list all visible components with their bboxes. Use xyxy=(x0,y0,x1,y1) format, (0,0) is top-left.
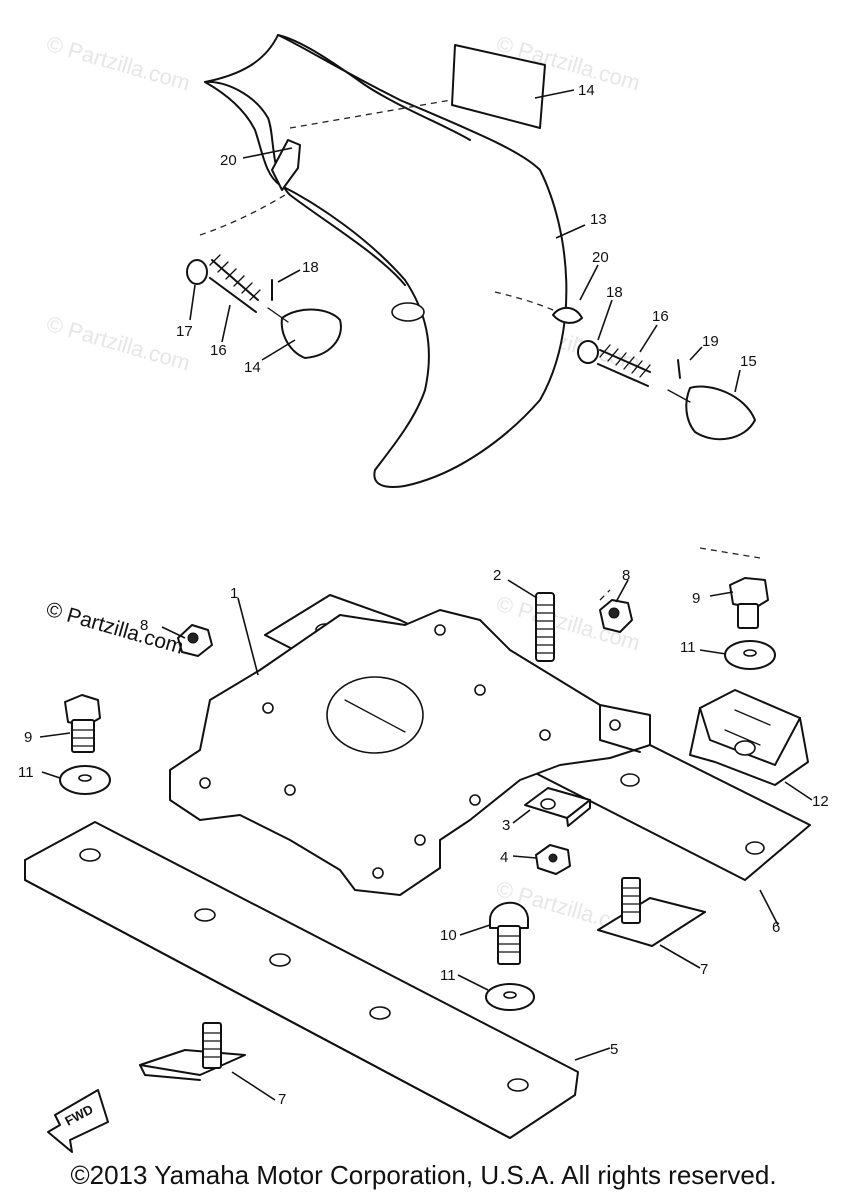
callout-4: 4 xyxy=(500,849,508,866)
forward-arrow: FWD xyxy=(47,1089,109,1153)
callout-11: 11 xyxy=(18,764,34,781)
nut-part xyxy=(177,624,213,657)
callout-2: 2 xyxy=(493,567,501,584)
plate-hole xyxy=(372,867,384,879)
callout-8: 8 xyxy=(140,617,148,634)
rail-hole xyxy=(620,773,640,787)
t-bolt-part xyxy=(139,1022,246,1081)
spring-part xyxy=(209,254,261,313)
callout-11: 11 xyxy=(680,639,696,656)
base-assembly: FWD xyxy=(24,547,811,1153)
mounting-plate xyxy=(169,609,651,896)
copyright-notice: ©2013 Yamaha Motor Corporation, U.S.A. A… xyxy=(70,1160,777,1190)
plate-hole-bar xyxy=(344,699,406,733)
knob-part xyxy=(685,385,756,441)
knob-shaft xyxy=(267,307,289,323)
callout-19: 14 xyxy=(578,82,595,99)
callout-12: 12 xyxy=(812,793,829,810)
clip-part xyxy=(271,139,301,191)
washer-part xyxy=(577,340,599,364)
callout-5: 5 xyxy=(610,1041,618,1058)
callout-9: 9 xyxy=(24,729,32,746)
shroud-hole xyxy=(391,302,425,322)
callout-1: 1 xyxy=(230,585,238,602)
bolt-part xyxy=(729,577,769,629)
decal-plate xyxy=(451,44,546,129)
callout-18: 19 xyxy=(702,333,719,350)
callout-8: 8 xyxy=(622,567,630,584)
bottom-plate-edge xyxy=(24,879,511,1139)
stud-part xyxy=(535,592,555,662)
callout-16: 16 xyxy=(210,342,227,359)
callout-17: 18 xyxy=(606,284,623,301)
watermark-text: © Partzilla.com xyxy=(44,311,193,376)
leader-lines xyxy=(39,89,813,1101)
plate-hole xyxy=(414,834,426,846)
bottom-plate xyxy=(24,821,579,1139)
callout-10: 10 xyxy=(440,927,457,944)
dashed-guide xyxy=(599,589,611,601)
plate-hole xyxy=(469,794,481,806)
pin-part xyxy=(677,359,681,379)
callout-13: 13 xyxy=(590,211,607,228)
shroud-assembly xyxy=(186,34,756,488)
dashed-guide xyxy=(199,194,286,236)
t-bolt-part xyxy=(597,877,706,947)
plate-nut-part xyxy=(524,787,591,827)
plate-hole xyxy=(474,684,486,696)
callout-16: 16 xyxy=(652,308,669,325)
callout-9: 9 xyxy=(692,590,700,607)
callout-7: 7 xyxy=(278,1091,286,1108)
callout-17: 17 xyxy=(176,323,193,340)
plate-hole xyxy=(199,777,211,789)
washer-hole xyxy=(503,991,517,999)
callout-14: 14 xyxy=(244,359,261,376)
washer-part xyxy=(186,259,208,285)
nut-part xyxy=(599,599,633,633)
plate-hole xyxy=(284,784,296,796)
knob-shaft xyxy=(667,389,691,403)
callout-6: 6 xyxy=(772,919,780,936)
bolt-part xyxy=(64,694,101,753)
washer-hole xyxy=(743,649,757,657)
callout-11: 11 xyxy=(440,967,456,984)
rail-hole xyxy=(745,841,765,855)
bottom-plate-hole xyxy=(269,953,291,967)
plate-hole xyxy=(434,624,446,636)
washer-hole xyxy=(78,774,92,782)
callout-15: 15 xyxy=(740,353,757,370)
bottom-plate-hole xyxy=(79,848,101,862)
plate-center-hole xyxy=(326,676,424,754)
callout-7: 7 xyxy=(700,961,708,978)
watermark-text: © Partzilla.com xyxy=(44,31,193,96)
bottom-plate-hole xyxy=(507,1078,529,1092)
shroud-rim xyxy=(277,34,471,141)
callout-3: 3 xyxy=(502,817,510,834)
plate-hole xyxy=(539,729,551,741)
plate-hole xyxy=(262,702,274,714)
callout-labels: 14 20 13 20 18 16 19 15 18 17 16 14 1 2 … xyxy=(18,82,829,1108)
callout-20: 20 xyxy=(220,152,237,169)
bottom-plate-hole xyxy=(194,908,216,922)
clip-part xyxy=(552,306,583,324)
plate-hole xyxy=(609,719,621,731)
knob-part xyxy=(280,308,342,359)
nut-part xyxy=(535,844,571,875)
callout-20: 20 xyxy=(592,249,609,266)
bracket-part xyxy=(689,689,809,786)
dashed-guide xyxy=(699,547,761,559)
plate-flange xyxy=(599,704,641,753)
bolt-part xyxy=(489,901,529,965)
bottom-plate-hole xyxy=(369,1006,391,1020)
callout-18: 18 xyxy=(302,259,319,276)
spring-part xyxy=(597,344,651,387)
